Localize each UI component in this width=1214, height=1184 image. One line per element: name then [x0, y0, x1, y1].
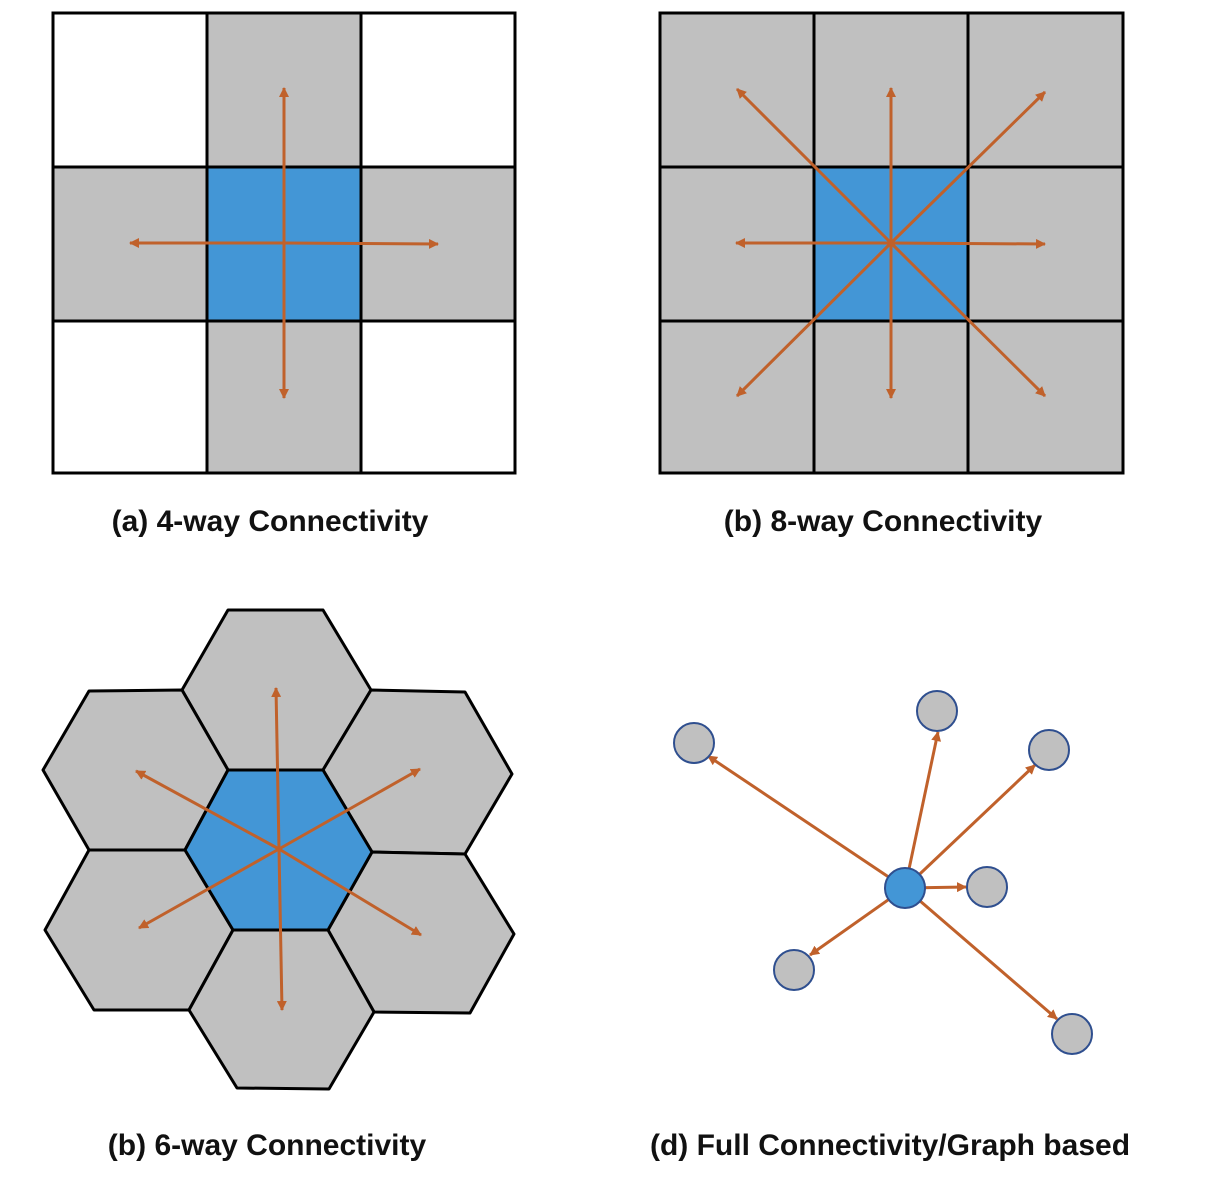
arrow-up-left — [135, 769, 280, 851]
node-top — [916, 690, 958, 732]
arrow-up-left — [735, 87, 893, 245]
arrow-down-right — [278, 847, 422, 937]
edge-to-far-left — [707, 754, 906, 890]
cell-top-left — [53, 13, 207, 167]
caption-8-way: (b) 8-way Connectivity — [724, 505, 1043, 538]
graph-edges — [707, 731, 1058, 1021]
node-lower-right — [1051, 1013, 1093, 1055]
arrows-8-way — [735, 87, 1047, 399]
graph-nodes — [673, 690, 1093, 1055]
edge-to-upper-right — [903, 763, 1037, 890]
edge-to-lower-right — [904, 886, 1058, 1021]
arrow-up-right — [889, 90, 1047, 245]
panel-6-way: (b) 6-way Connectivity — [41, 608, 516, 1162]
panel-graph: (d) Full Connectivity/Graph based — [650, 690, 1130, 1162]
node-upper-right — [1028, 729, 1070, 771]
cell-bottom-left — [53, 321, 207, 473]
cell-bottom-right — [361, 321, 515, 473]
arrow-down-right — [889, 241, 1047, 398]
arrow-up — [271, 687, 282, 850]
arrow-up-right — [278, 767, 421, 851]
caption-6-way: (b) 6-way Connectivity — [108, 1129, 427, 1162]
arrow-down-left — [735, 241, 893, 398]
edge-to-top — [903, 731, 942, 889]
node-center — [884, 867, 926, 909]
arrow-right — [283, 238, 439, 249]
panel-8-way: (b) 8-way Connectivity — [658, 11, 1125, 538]
node-lower-left — [773, 949, 815, 991]
panel-4-way: (a) 4-way Connectivity — [51, 11, 517, 538]
arrow-right — [890, 238, 1046, 249]
node-far-left — [673, 722, 715, 764]
caption-4-way: (a) 4-way Connectivity — [112, 505, 429, 538]
arrows-6-way — [135, 687, 422, 1011]
arrow-down-left — [138, 847, 280, 930]
node-right — [966, 866, 1008, 908]
arrows-4-way — [129, 87, 439, 399]
arrow-down — [276, 848, 287, 1011]
cell-top-right — [361, 13, 515, 167]
caption-graph: (d) Full Connectivity/Graph based — [650, 1129, 1130, 1162]
